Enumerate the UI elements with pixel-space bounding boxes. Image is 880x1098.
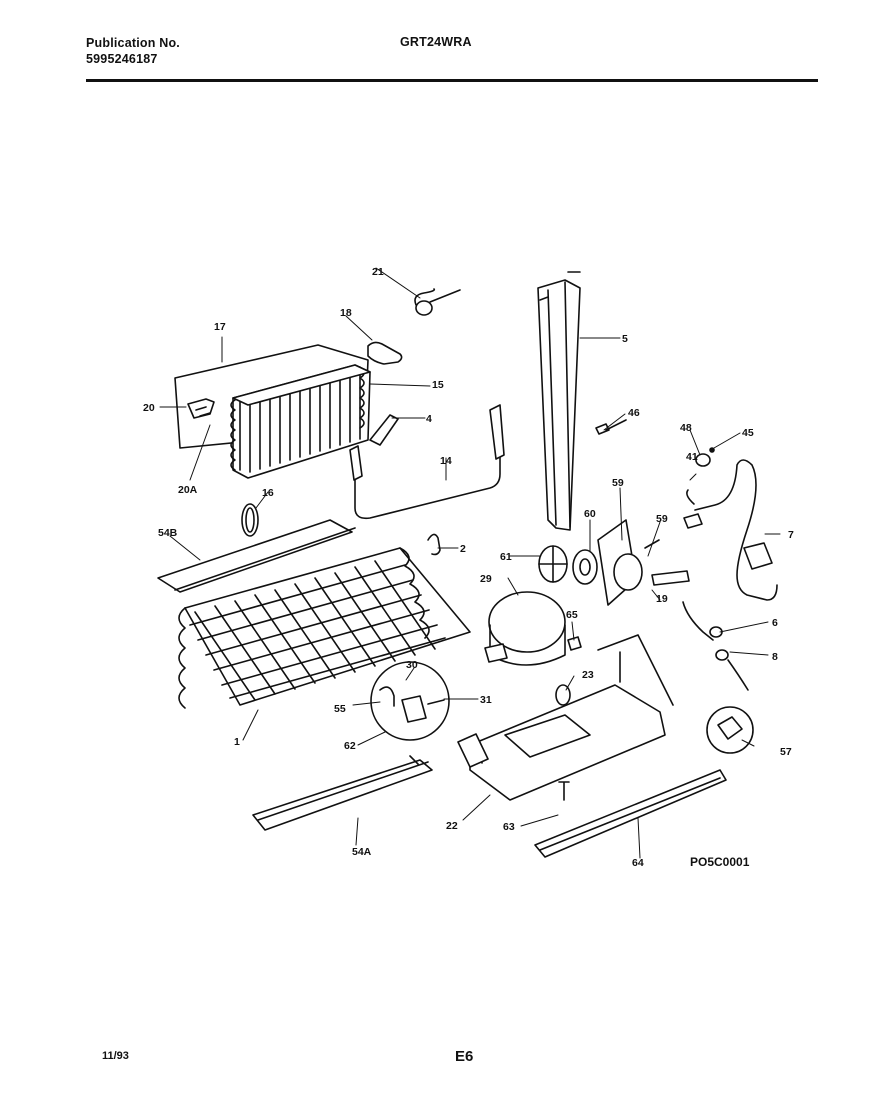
part-18-clip	[367, 341, 403, 365]
callout-29: 29	[480, 573, 492, 585]
part-46-screw	[595, 419, 627, 435]
callout-4: 4	[426, 413, 432, 425]
part-20-clip	[187, 398, 215, 419]
part-15-condenser-coil	[230, 364, 371, 479]
callout-8: 8	[772, 651, 778, 663]
part-14-tube	[349, 404, 505, 520]
callout-60: 60	[584, 508, 596, 520]
callout-6: 6	[772, 617, 778, 629]
part-29-compressor	[484, 591, 566, 666]
callout-61: 61	[500, 551, 512, 563]
callout-54A: 54A	[352, 846, 372, 858]
part-59-bracket	[597, 519, 643, 606]
part-61-fan-blade	[538, 545, 568, 583]
callout-48: 48	[680, 422, 692, 434]
part-23-grommet	[555, 684, 571, 706]
part-21-connector	[414, 288, 461, 316]
part-57-cap	[706, 706, 754, 754]
callout-21: 21	[372, 266, 384, 278]
callout-16: 16	[262, 487, 274, 499]
callout-30: 30	[406, 659, 418, 671]
callout-5: 5	[622, 333, 628, 345]
callout-54B: 54B	[158, 527, 178, 539]
callout-1: 1	[234, 736, 240, 748]
callout-63: 63	[503, 821, 515, 833]
part-60-fan-motor	[572, 549, 598, 585]
part-4-probe	[369, 414, 399, 446]
publication-label: Publication No.	[86, 36, 180, 50]
part-63-screw	[558, 781, 570, 801]
part-7-harness	[683, 459, 778, 601]
footer-date: 11/93	[102, 1050, 129, 1062]
part-19-tube	[651, 570, 690, 586]
callout-31: 31	[480, 694, 492, 706]
part-5-channel	[537, 271, 581, 531]
callout-23: 23	[582, 669, 594, 681]
callout-14: 14	[440, 455, 452, 467]
callout-45: 45	[742, 427, 754, 439]
callout-2: 2	[460, 543, 466, 555]
callout-20A: 20A	[178, 484, 198, 496]
part-64-rail	[534, 769, 727, 858]
callout-20: 20	[143, 402, 155, 414]
callout-18: 18	[340, 307, 352, 319]
callout-7: 7	[788, 529, 794, 541]
model-number: GRT24WRA	[400, 35, 472, 49]
part-48-ring	[695, 453, 711, 467]
callout-15: 15	[432, 379, 444, 391]
callout-19: 19	[656, 593, 668, 605]
part-45-small	[709, 447, 715, 453]
callout-64: 64	[632, 857, 644, 869]
part-16-ring	[241, 503, 259, 537]
part-detail-relay-circle	[370, 661, 450, 741]
reference-code: PO5C0001	[690, 855, 750, 869]
callout-46: 46	[628, 407, 640, 419]
part-54B-bracket	[157, 519, 356, 593]
callout-57: 57	[780, 746, 792, 758]
header-rule	[86, 79, 818, 82]
callout-labels: 17 21 18 15 4 20 20A 16 54B 14 5 46 2 29…	[143, 266, 794, 869]
part-6-8-connectors	[682, 601, 749, 691]
part-22-base-pan	[457, 634, 674, 801]
callout-55: 65	[566, 609, 578, 621]
callout-41: 41	[686, 451, 698, 463]
callout-62: 62	[344, 740, 356, 752]
callout-58: 59	[656, 513, 668, 525]
part-1-evaporator	[178, 547, 471, 709]
part-2-clip	[427, 533, 441, 556]
callout-17: 17	[214, 321, 226, 333]
callout-22: 22	[446, 820, 458, 832]
part-65-bolt	[567, 636, 582, 651]
leader-lines	[159, 267, 781, 859]
footer-page: E6	[455, 1048, 474, 1065]
part-54A-bracket	[252, 755, 433, 831]
publication-number: 5995246187	[86, 52, 158, 66]
callout-56: 55	[334, 703, 346, 715]
callout-59: 59	[612, 477, 624, 489]
